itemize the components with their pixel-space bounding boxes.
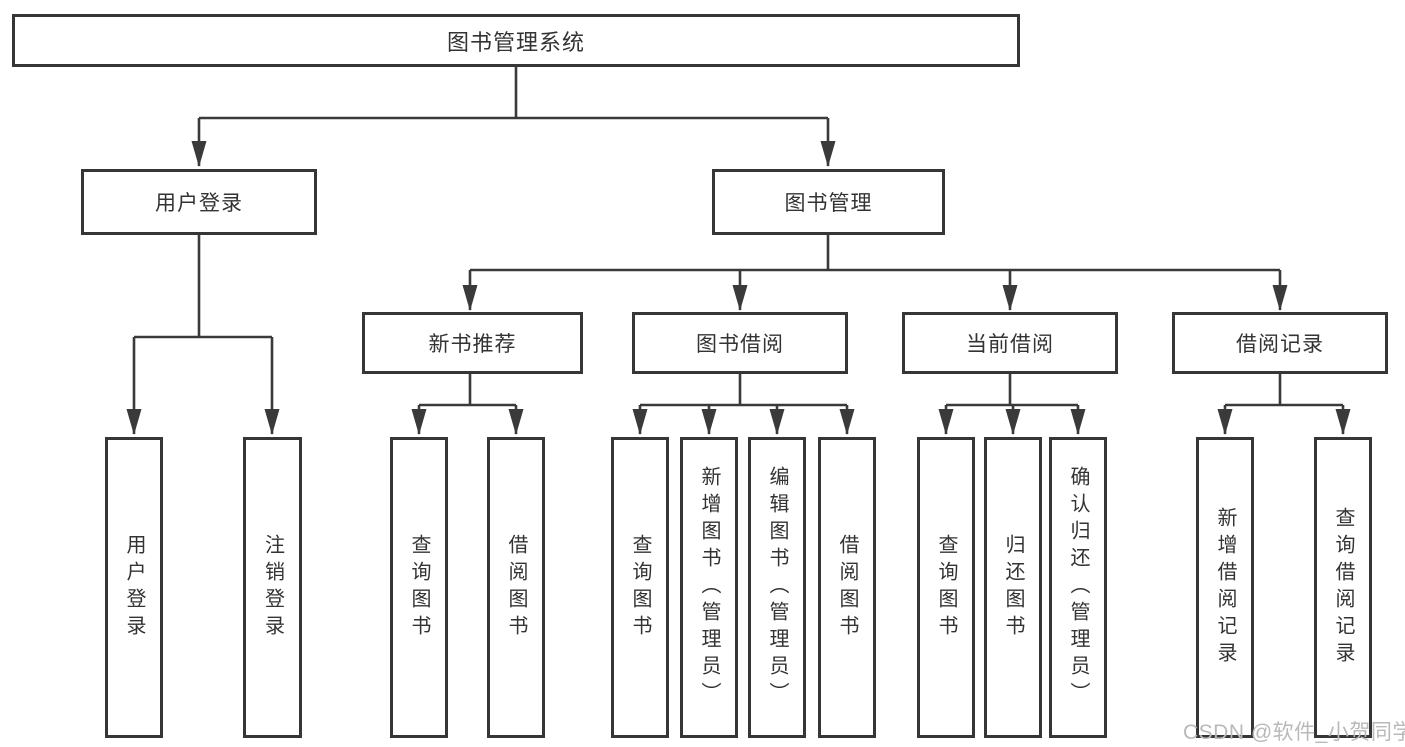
node-current-borrowing: 当前借阅 <box>902 312 1118 374</box>
leaf-borrow-books-newbooks: 借阅图书 <box>487 437 545 738</box>
node-user-login: 用户登录 <box>81 169 317 235</box>
leaf-return-books: 归还图书 <box>984 437 1042 738</box>
leaf-confirm-return-admin: 确认归还（管理员） <box>1049 437 1107 738</box>
node-borrowing-records: 借阅记录 <box>1172 312 1388 374</box>
node-book-management: 图书管理 <box>712 169 945 235</box>
leaf-query-books-newbooks: 查询图书 <box>390 437 448 738</box>
leaf-add-borrow-record: 新增借阅记录 <box>1196 437 1254 738</box>
leaf-query-books-current: 查询图书 <box>917 437 975 738</box>
leaf-query-books-borrowing: 查询图书 <box>611 437 669 738</box>
leaf-logout-login: 注销登录 <box>243 437 302 738</box>
leaf-add-books-admin: 新增图书（管理员） <box>680 437 738 738</box>
leaf-user-login: 用户登录 <box>105 437 163 738</box>
node-book-borrowing: 图书借阅 <box>632 312 848 374</box>
node-library-management-system: 图书管理系统 <box>12 14 1020 67</box>
leaf-edit-books-admin: 编辑图书（管理员） <box>748 437 806 738</box>
leaf-query-borrow-record: 查询借阅记录 <box>1314 437 1372 738</box>
node-new-book-recommendation: 新书推荐 <box>362 312 583 374</box>
leaf-borrow-books-borrowing: 借阅图书 <box>818 437 876 738</box>
csdn-watermark: CSDN @软件_小贺同学 <box>1183 721 1405 744</box>
